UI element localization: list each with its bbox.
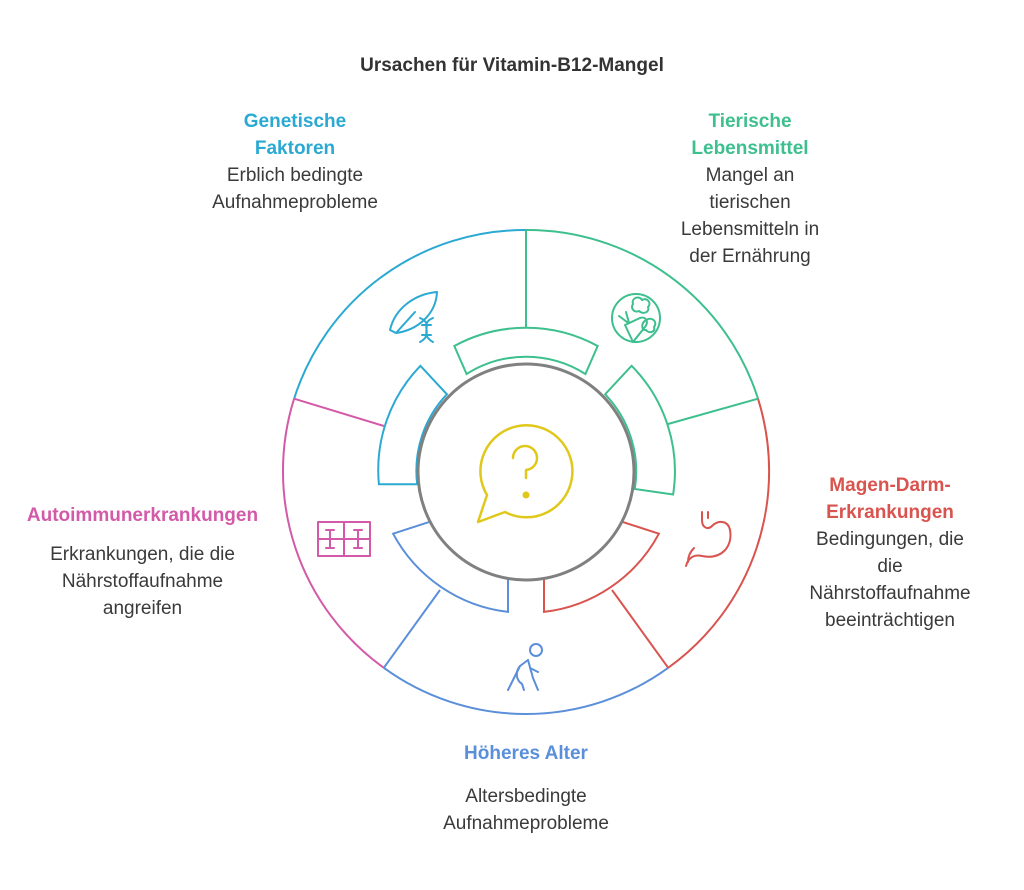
outer-arc-genetic [293,228,527,400]
label-animal-desc-1: Mangel an [705,165,795,186]
diagram-title: Ursachen für Vitamin-B12-Mangel [360,55,664,76]
label-gi: Magen-Darm- Erkrankungen Bedingungen, di… [775,472,1005,634]
outer-arc-age [383,666,669,715]
stomach-icon [685,511,732,567]
label-gi-desc-2: die [877,556,903,577]
inner-bracket-animal-right [603,364,676,496]
dna-leaf-icon [389,291,438,343]
label-genetic-desc-1: Erblich bedingte [226,165,364,186]
label-gi-desc-4: beeinträchtigen [825,610,955,631]
spoke-gi-age [611,589,670,669]
label-autoimmune-desc-2: Nährstoffaufnahme [61,571,224,592]
label-animal-title-2: Lebensmittel [691,138,809,159]
elderly-person-icon [507,643,543,691]
label-age: Höheres Alter Altersbedingte Aufnahmepro… [396,740,656,837]
cell-scan-icon [317,521,371,557]
label-age-desc-1: Altersbedingte [465,786,587,807]
label-autoimmune-desc-1: Erkrankungen, die die [50,544,235,565]
outer-arc-gi [667,398,771,669]
label-autoimmune: Autoimmunerkrankungen Erkrankungen, die … [10,502,275,622]
label-age-desc-2: Aufnahmeprobleme [443,813,609,834]
outer-arc-autoimmune [281,398,385,669]
question-speech-bubble-icon [476,424,574,524]
label-autoimmune-desc-3: angreifen [102,598,183,619]
label-gi-desc-1: Bedingungen, die [816,529,964,550]
label-animal-title-1: Tierische [708,111,792,132]
label-gi-title-1: Magen-Darm- [829,475,951,496]
label-genetic-title-2: Faktoren [254,138,336,159]
label-animal: Tierische Lebensmittel Mangel an tierisc… [630,108,870,270]
inner-bracket-genetic [377,364,449,486]
label-genetic-title-1: Genetische [243,111,347,132]
spoke-animal-gi [667,397,759,425]
label-genetic: Genetische Faktoren Erblich bedingte Auf… [165,108,425,216]
spoke-age-autoimmune [382,589,441,669]
label-autoimmune-title-1: Autoimmunerkrankungen [26,505,259,526]
outer-arc-animal [525,228,759,400]
label-age-title-1: Höheres Alter [464,743,588,764]
label-animal-desc-4: der Ernährung [689,246,811,267]
label-animal-desc-3: Lebensmitteln in [680,219,820,240]
label-gi-desc-3: Nährstoffaufnahme [809,583,971,604]
label-genetic-desc-2: Aufnahmeprobleme [212,192,378,213]
vegetables-icon [611,293,661,343]
label-gi-title-2: Erkrankungen [826,502,954,523]
inner-bracket-animal [453,326,599,376]
spoke-autoimmune-genetic [293,397,385,427]
label-animal-desc-2: tierischen [709,192,791,213]
